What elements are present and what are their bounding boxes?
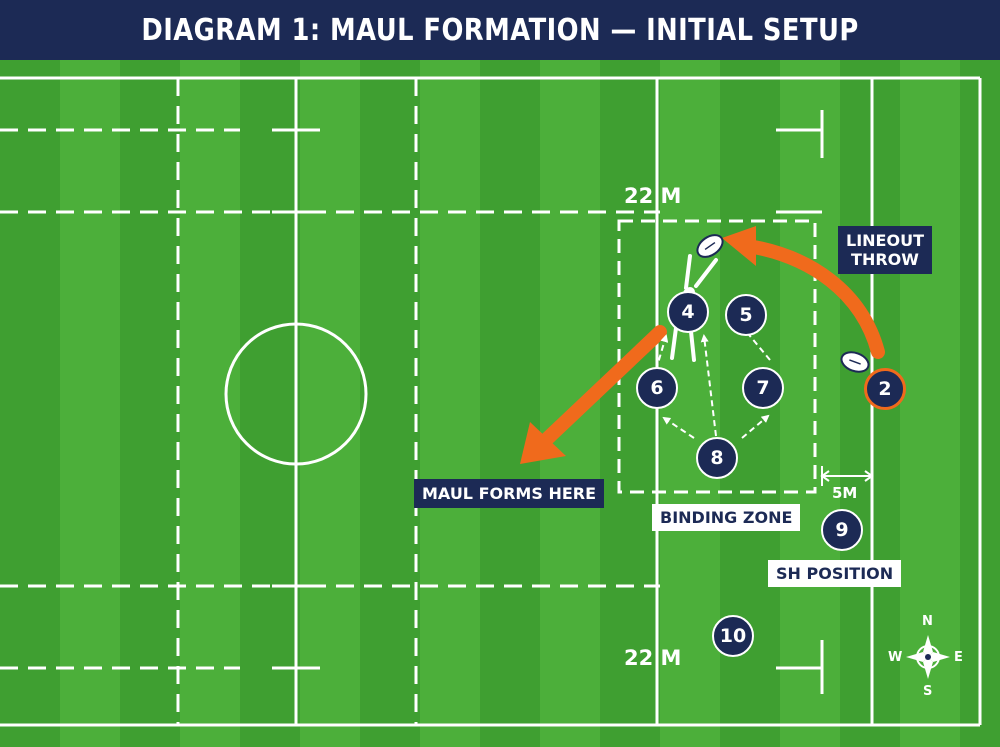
support-arrows: [655, 322, 771, 439]
sh-position-label: SH POSITION: [768, 560, 902, 588]
player-5-lock: 5: [725, 294, 767, 336]
compass-icon: [906, 635, 950, 679]
compass-east-label: E: [954, 650, 963, 665]
maul-forms-here-label: MAUL FORMS HERE: [414, 479, 605, 509]
rugby-pitch: [0, 60, 1000, 747]
lineout-throw-label: LINEOUT THROW: [838, 226, 932, 275]
rugby-ball-icon: [840, 351, 870, 373]
player-8-number-eight: 8: [696, 437, 738, 479]
compass-south-label: S: [923, 684, 933, 699]
player-10-fly-half: 10: [712, 615, 754, 657]
player-6-flanker: 6: [636, 367, 678, 409]
binding-zone-label: BINDING ZONE: [652, 504, 801, 532]
title-banner: DIAGRAM 1: MAUL FORMATION — INITIAL SETU…: [0, 0, 1000, 60]
player-2-hooker: 2: [864, 368, 906, 410]
diagram-title: DIAGRAM 1: MAUL FORMATION — INITIAL SETU…: [141, 12, 859, 48]
distance-5m-label: 5M: [832, 484, 858, 502]
lineout-throw-arrow: [722, 226, 885, 359]
grass-stripes: [0, 60, 1000, 747]
line-22m-label-bottom: 22 M: [624, 646, 682, 670]
player-9-scrum-half: 9: [821, 509, 863, 551]
centre-circle: [224, 322, 368, 466]
maul-drive-arrow: [520, 325, 667, 464]
player-4-jumper: 4: [667, 291, 709, 333]
binding-zone-box: [617, 219, 817, 494]
compass-west-label: W: [888, 650, 903, 665]
player-7-flanker: 7: [742, 367, 784, 409]
line-22m-label-top: 22 M: [624, 184, 682, 208]
pitch-lines: [0, 76, 982, 727]
compass-north-label: N: [922, 614, 933, 629]
rugby-ball-icon: [696, 234, 724, 258]
